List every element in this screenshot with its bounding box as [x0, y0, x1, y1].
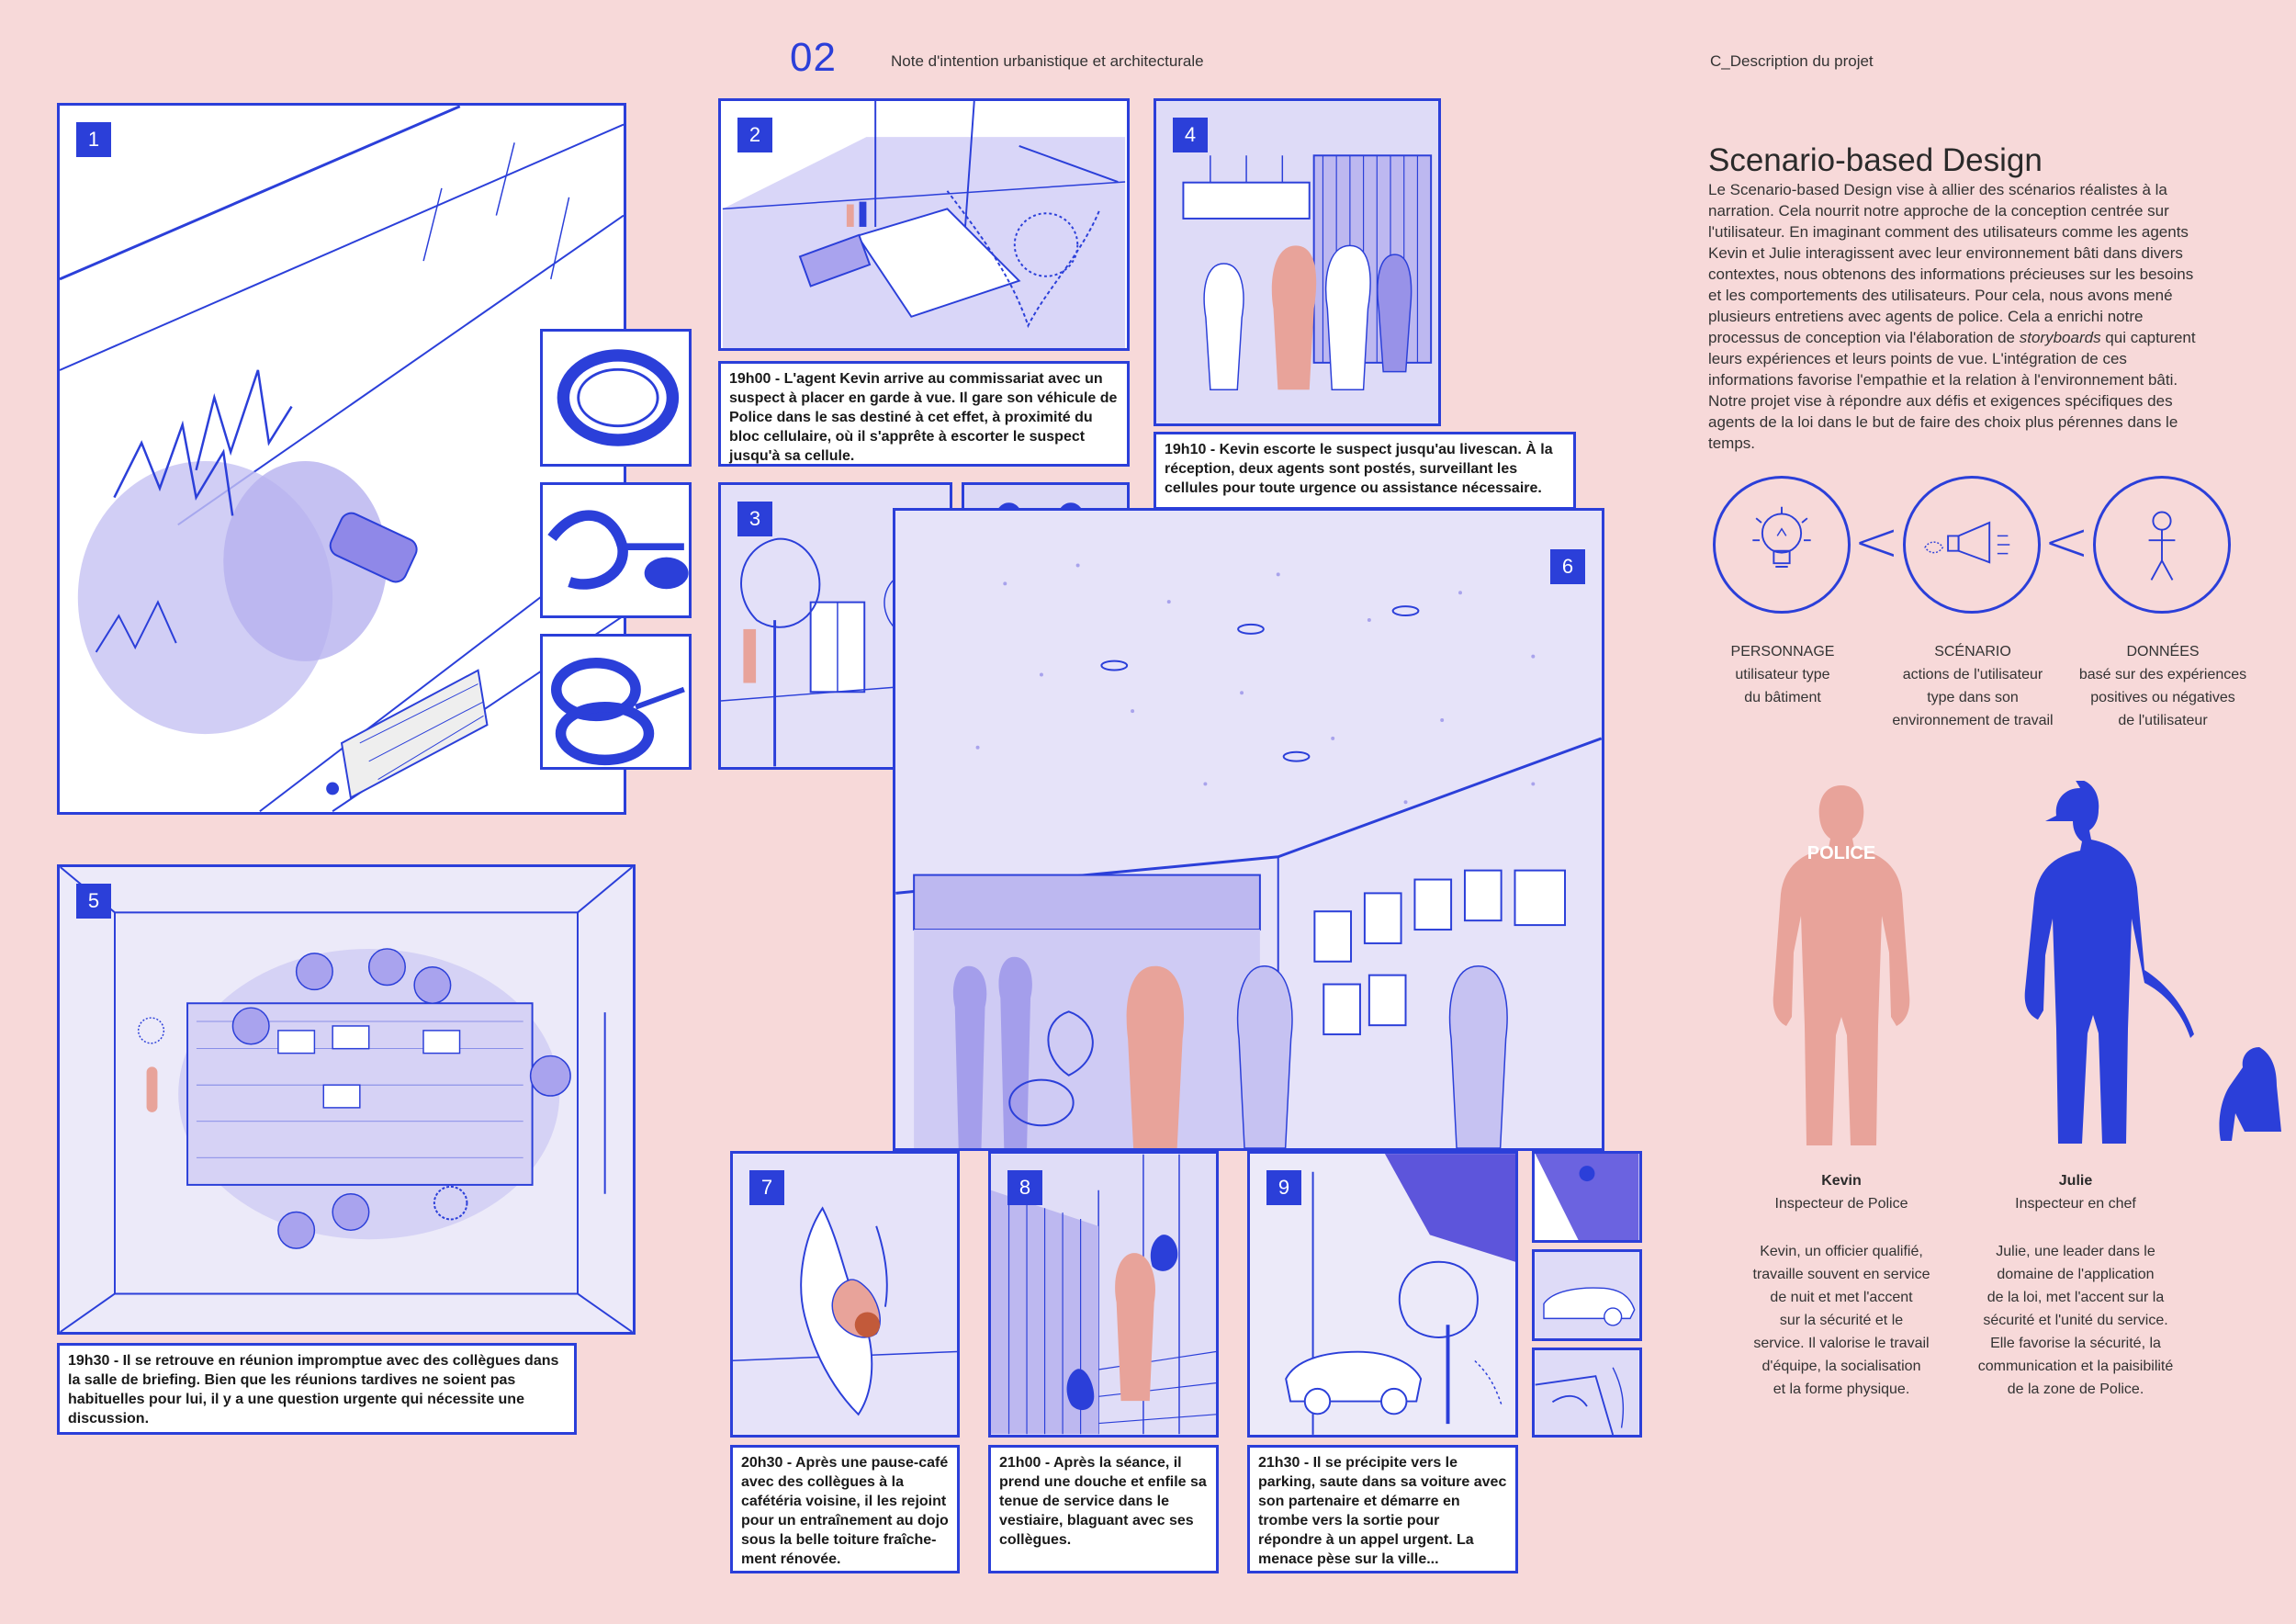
lightbulb-icon: [1752, 506, 1811, 568]
kevin-silhouette: POLICE: [1773, 785, 1910, 1145]
personnage-circle: [1713, 476, 1851, 614]
panel-number: 2: [737, 118, 772, 152]
caption-7: 20h30 - Après une pause-café avec des co…: [730, 1445, 960, 1573]
panel-number: 5: [76, 884, 111, 919]
chapter-title: C_Description du projet: [1710, 52, 1874, 70]
handcuff-inset-3: [540, 634, 692, 770]
lobby-sketch: [895, 511, 1602, 1148]
panel-number: 6: [1550, 549, 1585, 584]
panel-number: 4: [1173, 118, 1208, 152]
handcuff-icon: [547, 510, 689, 590]
storyboard-panel-1: 1: [57, 103, 626, 815]
donnees-label: DONNÉES basé sur des expériences positiv…: [2078, 644, 2247, 728]
car-sketch: [1535, 1252, 1639, 1338]
dog-silhouette: [2219, 1047, 2281, 1141]
caption-5: 19h30 - Il se retrouve en réunion improm…: [57, 1343, 577, 1435]
scenario-label: SCÉNARIO actions de l'utilisateur type d…: [1892, 644, 2054, 728]
scenario-title: Scenario-based Design: [1708, 142, 2043, 178]
panel-number: 1: [76, 122, 111, 157]
donnees-circle: [2093, 476, 2231, 614]
sally-port-sketch: [722, 101, 1126, 348]
inset-car-2: [1532, 1348, 1642, 1438]
police-badge: POLICE: [1807, 843, 1875, 863]
handcuff-icon: [550, 658, 685, 766]
scenario-circle: [1903, 476, 2041, 614]
caption-8: 21h00 - Après la séance, il prend une do…: [988, 1445, 1219, 1573]
chevron-left-icon: <: [2043, 510, 2090, 574]
stick-figure-icon: [2148, 511, 2176, 581]
storyboard-panel-6: 6: [893, 508, 1604, 1151]
storyboard-panel-2: 2: [718, 98, 1130, 351]
briefing-room-sketch: [60, 867, 633, 1332]
megaphone-icon: [1924, 521, 2010, 564]
reception-sketch: [1156, 101, 1438, 423]
panel-number: 7: [749, 1170, 784, 1205]
caption-4: 19h10 - Kevin escorte le suspect jusqu'a…: [1154, 432, 1576, 510]
handcuff-icon: [557, 349, 680, 446]
chevron-left-icon: <: [1853, 510, 1900, 574]
panel-number: 3: [737, 502, 772, 536]
storyboard-panel-8: 8: [988, 1151, 1219, 1438]
julie-role: Inspecteur en chef: [2015, 1196, 2136, 1212]
panel-number: 9: [1266, 1170, 1301, 1205]
section-title: Note d'intention urbanistique et archite…: [891, 52, 1204, 70]
caption-9: 21h30 - Il se précipite vers le parking,…: [1247, 1445, 1518, 1573]
inset-car-1: [1532, 1249, 1642, 1341]
julie-silhouette: [2024, 781, 2194, 1144]
section-number: 02: [790, 35, 837, 80]
julie-description: Julie, une leader dans le domaine de l'a…: [1977, 1244, 2174, 1397]
car-interior-sketch: [1535, 1350, 1639, 1435]
personnage-label: PERSONNAGE utilisateur type du bâtiment: [1730, 644, 1835, 705]
scenario-description: Le Scenario-based Design vise à allier d…: [1708, 181, 2196, 452]
panel-number: 8: [1007, 1170, 1042, 1205]
siren-sketch: [1535, 1154, 1639, 1240]
caption-2: 19h00 - L'agent Kevin arrive au commissa…: [718, 361, 1130, 467]
storyboard-panel-9: 9: [1247, 1151, 1518, 1438]
aerial-street-sketch: [60, 106, 624, 812]
handcuff-inset-1: [540, 329, 692, 467]
storyboard-panel-5: 5: [57, 864, 636, 1335]
storyboard-panel-4: 4: [1154, 98, 1441, 426]
julie-name: Julie: [2058, 1173, 2093, 1189]
kevin-name: Kevin: [1821, 1173, 1862, 1189]
kevin-role: Inspecteur de Police: [1774, 1196, 1908, 1212]
inset-light: [1532, 1151, 1642, 1243]
kevin-description: Kevin, un officier qualifié, travaille s…: [1752, 1244, 1930, 1397]
storyboard-panel-7: 7: [730, 1151, 960, 1438]
handcuff-inset-2: [540, 482, 692, 618]
